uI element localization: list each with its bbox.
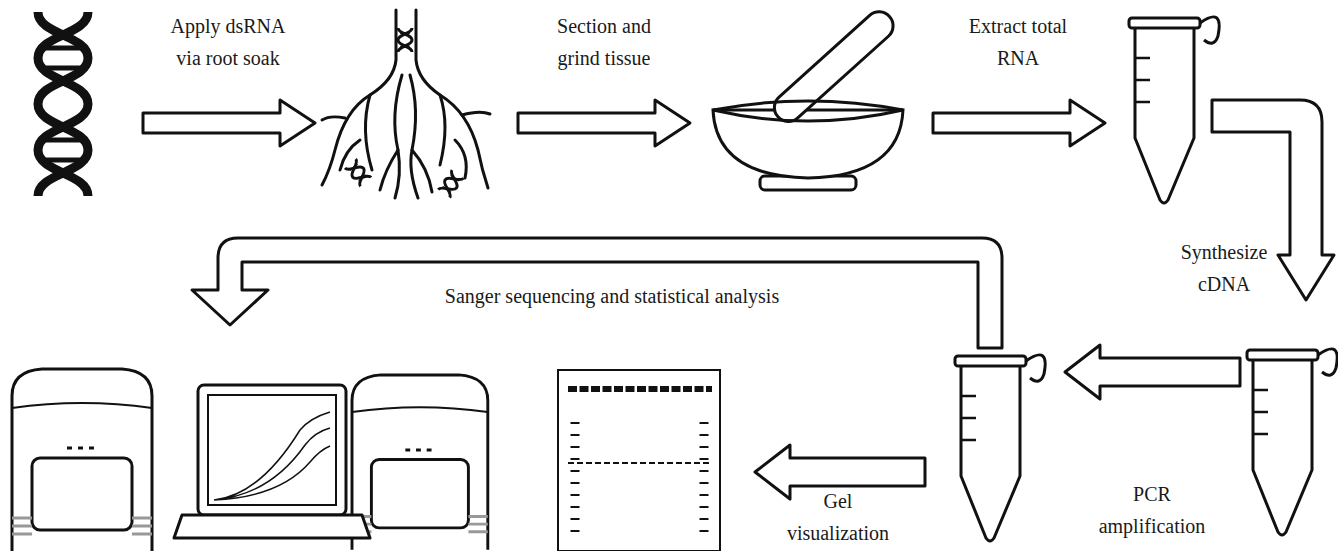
sequencer-icon	[12, 369, 152, 551]
step-label: Sanger sequencing and statistical analys…	[352, 280, 872, 312]
step-arrow	[1065, 345, 1240, 399]
step-arrow	[143, 100, 315, 146]
step-label: Gel visualization	[782, 485, 894, 549]
gel-icon	[558, 370, 720, 551]
step-label: Section and grind tissue	[542, 10, 667, 74]
step-label: Synthesize cDNA	[1174, 236, 1274, 300]
step-label: Apply dsRNA via root soak	[161, 10, 296, 74]
laptop-icon	[174, 385, 370, 538]
step-label: PCR amplification	[1092, 478, 1212, 542]
mortar-pestle-icon	[713, 6, 903, 190]
microtube-icon	[1247, 349, 1337, 535]
step-label: Extract total RNA	[956, 10, 1081, 74]
microtube-icon	[1129, 17, 1219, 203]
step-arrow	[1212, 100, 1334, 300]
step-arrow	[192, 238, 1002, 348]
sequencer-icon	[352, 375, 488, 550]
step-arrow	[933, 100, 1105, 146]
dna-icon	[38, 12, 88, 196]
step-arrow	[518, 100, 690, 146]
microtube-icon	[955, 355, 1045, 541]
root-system-icon	[322, 10, 490, 198]
